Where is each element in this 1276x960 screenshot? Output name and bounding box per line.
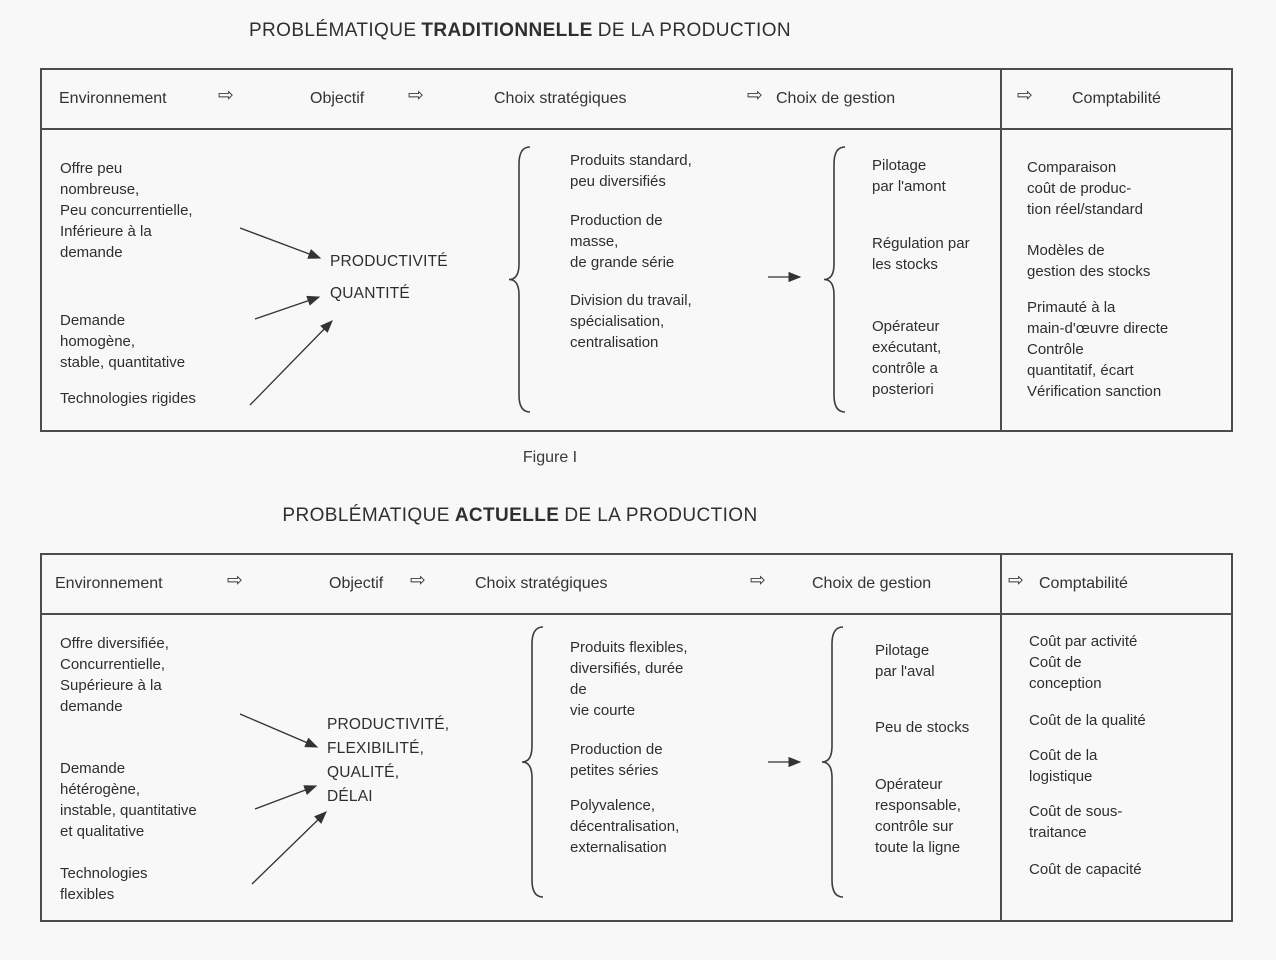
env-to-objective-arrow <box>239 227 322 259</box>
figure1-env-item: Demande homogène, stable, quantitative <box>60 312 186 371</box>
figure1-header-comptabilite: Comptabilité <box>1072 90 1161 107</box>
right-arrow-icon: ⇨ <box>747 85 763 106</box>
figure1-env-item: Offre peu nombreuse, Peu concurrentielle… <box>60 160 193 261</box>
figure2-header-choix-strategiques: Choix stratégiques <box>475 575 608 592</box>
figure2-objectives: PRODUCTIVITÉ, FLEXIBILITÉ, QUALITÉ, DÉLA… <box>327 716 450 805</box>
figure1-strategic-item: Production de masse, de grande série <box>570 212 675 271</box>
figure1-header-choix-strategiques: Choix stratégiques <box>494 90 627 107</box>
figure1-comptabilite-item: Comparaison coût de produc- tion réel/st… <box>1027 159 1143 218</box>
figure1-header-objectif: Objectif <box>310 90 365 107</box>
figure2-header-choix-de-gestion: Choix de gestion <box>812 575 932 592</box>
figure1-header-choix-de-gestion: Choix de gestion <box>776 90 896 107</box>
figure2-comptabilite-divider <box>1000 555 1002 920</box>
figure1-objectives: PRODUCTIVITÉ QUANTITÉ <box>330 253 448 302</box>
figure1-env-item: Technologies rigides <box>60 390 196 407</box>
figure1-header-environnement: Environnement <box>59 90 167 107</box>
gestion-choices-brace <box>823 146 846 413</box>
right-arrow-icon: ⇨ <box>1017 85 1033 106</box>
env-to-objective-arrow <box>254 295 321 320</box>
figure1-title-post: DE LA PRODUCTION <box>597 20 791 41</box>
figure2-table: Environnement ⇨ Objectif ⇨ Choix stratég… <box>40 553 1233 922</box>
figure2-title-pre: PROBLÉMATIQUE <box>282 505 450 526</box>
right-arrow-icon: ⇨ <box>1008 570 1024 591</box>
figure2-header-comptabilite: Comptabilité <box>1039 575 1128 592</box>
figure2-comptabilite-item: Coût de sous- traitance <box>1029 803 1123 841</box>
figure2-arrows-and-braces <box>239 626 844 898</box>
strategic-choices-brace <box>508 146 531 413</box>
figure1-table: Environnement ⇨ Objectif ⇨ Choix stratég… <box>40 68 1233 432</box>
figure2-comptabilite-item: Coût de la logistique <box>1029 747 1098 785</box>
env-to-objective-arrow <box>249 320 333 406</box>
figure1-gestion-item: Régulation par les stocks <box>872 235 970 273</box>
figure2-header-objectif: Objectif <box>329 575 384 592</box>
right-arrow-icon: ⇨ <box>410 570 426 591</box>
figure1-caption: Figure I <box>522 449 578 466</box>
figure2-comptabilite-item: Coût par activité Coût de conception <box>1029 633 1138 692</box>
figure2-strategic-item: Polyvalence, décentralisation, externali… <box>570 797 680 856</box>
figure1-strategic-item: Produits standard, peu diversifiés <box>570 152 692 190</box>
figure2-title-bold: ACTUELLE <box>454 505 560 526</box>
env-to-objective-arrow <box>239 713 319 748</box>
figure2-gestion-item: Peu de stocks <box>875 719 970 736</box>
figure2-title-post: DE LA PRODUCTION <box>564 505 758 526</box>
figure2-strategic-item: Production de petites séries <box>570 741 663 779</box>
env-to-objective-arrow <box>251 811 327 885</box>
gestion-choices-brace <box>821 626 844 898</box>
figure1-title-pre: PROBLÉMATIQUE <box>248 20 417 41</box>
figure2-strategic-item: Produits flexibles, diversifiés, durée d… <box>570 639 688 719</box>
figure1-comptabilite-item: Modèles de gestion des stocks <box>1027 242 1151 280</box>
right-arrow-icon: ⇨ <box>750 570 766 591</box>
figure1-comptabilite-divider <box>1000 70 1002 430</box>
figure2-gestion-item: Pilotage par l'aval <box>875 642 935 680</box>
figure1-gestion-item: Opérateur exécutant, contrôle a posterio… <box>872 318 942 398</box>
figure2-header-environnement: Environnement <box>55 575 163 592</box>
right-arrow-icon: ⇨ <box>408 85 424 106</box>
env-to-objective-arrow <box>254 785 318 810</box>
figure2-comptabilite-item: Coût de la qualité <box>1029 712 1146 729</box>
figure1-arrows-and-braces <box>239 146 846 413</box>
right-arrow-icon: ⇨ <box>227 570 243 591</box>
figure2-comptabilite-item: Coût de capacité <box>1029 861 1142 878</box>
right-arrow-icon: ⇨ <box>218 85 234 106</box>
figure1-strategic-item: Division du travail, spécialisation, cen… <box>570 292 692 351</box>
figure1-header-row: Environnement ⇨ Objectif ⇨ Choix stratég… <box>42 70 1231 130</box>
figure2-env-item: Demande hétérogène, instable, quantitati… <box>60 760 197 840</box>
figure1-gestion-item: Pilotage par l'amont <box>872 157 946 195</box>
figure2-env-item: Technologies flexibles <box>60 865 148 903</box>
figure2-header-row: Environnement ⇨ Objectif ⇨ Choix stratég… <box>42 555 1231 615</box>
figure2-env-item: Offre diversifiée, Concurrentielle, Supé… <box>60 635 169 715</box>
figure2-gestion-item: Opérateur responsable, contrôle sur tout… <box>875 776 961 856</box>
figure1-comptabilite-item: Primauté à la main-d'œuvre directe Contr… <box>1027 299 1169 400</box>
figure1-title-bold: TRADITIONNELLE <box>421 20 593 41</box>
strategic-choices-brace <box>521 626 544 898</box>
